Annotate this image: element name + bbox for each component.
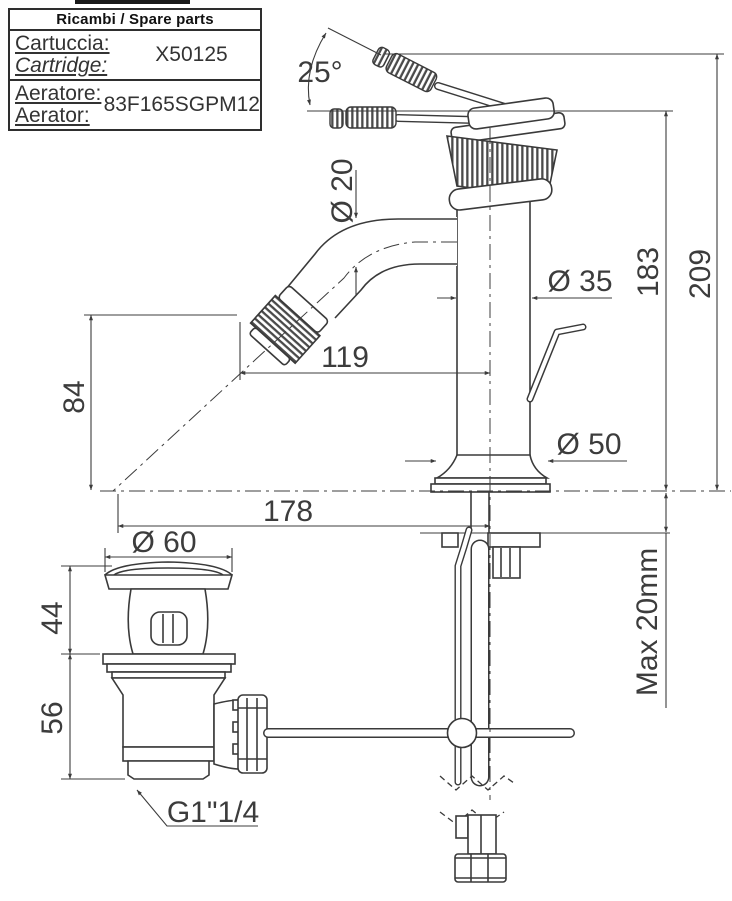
dim-handle-angle-label: 25°: [297, 56, 342, 89]
dim-spout-diameter-label: Ø 20: [326, 158, 359, 223]
dim-total-reach-label: 178: [263, 495, 313, 528]
cartridge-label-it: Cartuccia:: [15, 32, 110, 55]
mounting-washer-right: [487, 532, 541, 548]
mounting-washer-left: [441, 532, 459, 548]
faucet-body: [456, 199, 531, 457]
dimension-lines: 25° Ø 20 Ø 35 Ø 50 119 84 178: [36, 27, 724, 829]
dim-flange-diameter-label: Ø 60: [131, 526, 196, 559]
dim-spout-tip-height-label: 84: [58, 380, 91, 413]
handle-hub: [467, 97, 556, 130]
dim-waste-upper-label: 44: [36, 601, 69, 634]
faucet-outline: [249, 46, 587, 493]
base-flare: [433, 454, 551, 479]
spare-parts-header: Ricambi / Spare parts: [10, 10, 260, 31]
waste-flange: [103, 574, 234, 590]
dim-body-diameter-label: Ø 35: [547, 265, 612, 298]
top-edge-mark: [75, 0, 190, 4]
break-line-upper: [439, 775, 515, 791]
under-counter-assembly: [420, 492, 670, 787]
waste-ring-flange: [102, 653, 236, 665]
handle-grip-horizontal: [329, 106, 397, 129]
waste-tailpiece: [127, 760, 210, 780]
aerator-value: 83F165SGPM12: [103, 93, 260, 117]
pop-up-waste-drain: [102, 561, 575, 883]
dim-spout-height-label: 183: [632, 247, 665, 297]
mounting-nut: [492, 546, 521, 579]
overflow-slot: [150, 611, 188, 646]
ball-joint: [446, 717, 478, 749]
head-rim: [448, 178, 553, 211]
dim-total-height-label: 209: [684, 249, 717, 299]
dim-base-diameter-label: Ø 50: [556, 428, 621, 461]
dim-waste-lower-label: 56: [36, 701, 69, 734]
dim-max-thickness-label: Max 20mm: [631, 548, 664, 696]
linkage-nut: [237, 694, 268, 774]
hose-tab: [455, 815, 469, 839]
cartridge-value: X50125: [155, 43, 228, 67]
table-row-cartridge: Cartuccia: Cartridge: X50125: [10, 31, 260, 82]
aerator-label-en: Aerator:: [15, 104, 90, 128]
spout-axis-centerline: [112, 241, 457, 492]
break-line-lower: [439, 809, 505, 825]
table-row-aerator: Aeratore: Aerator: 83F165SGPM12: [10, 81, 260, 129]
hose-end-tube: [467, 814, 497, 855]
waste-lower-body: [110, 677, 227, 748]
handle-grip-raised: [372, 46, 438, 93]
hose-hex-nut: [454, 853, 507, 883]
spare-parts-table: Ricambi / Spare parts Cartuccia: Cartrid…: [8, 8, 262, 132]
aerator-label-it: Aeratore:: [15, 82, 102, 106]
dim-waste-thread-label: G1"1/4: [167, 796, 259, 829]
waste-plug-dome: [104, 561, 233, 576]
dim-spout-reach-label: 119: [321, 341, 369, 374]
cartridge-label-en: Cartridge:: [15, 54, 108, 78]
